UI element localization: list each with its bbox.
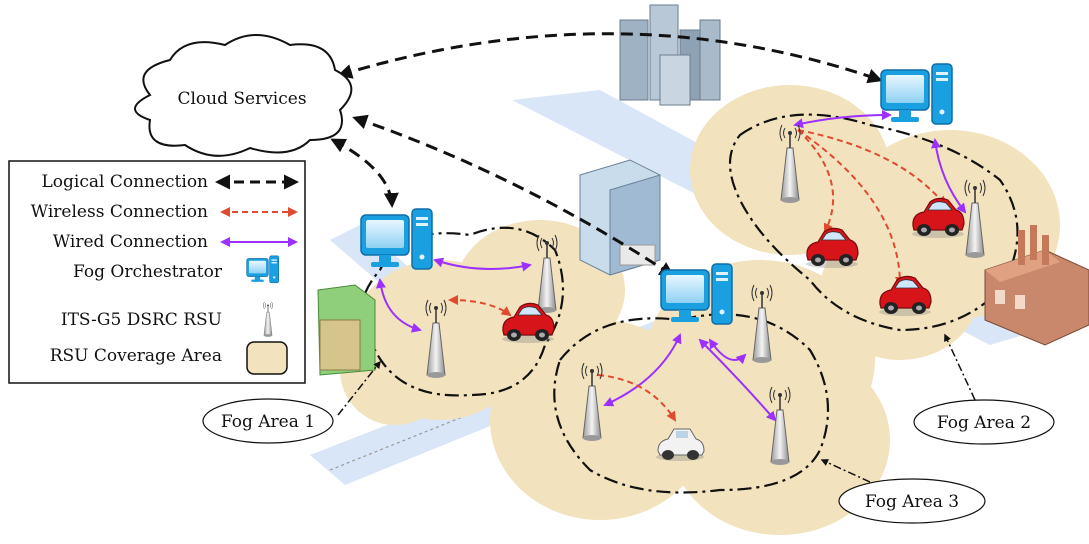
fog-area-2-bubble xyxy=(913,399,1055,445)
logical-connections xyxy=(330,32,883,277)
vehicles xyxy=(501,197,965,461)
legend-orchestrator-label: Fog Orchestrator xyxy=(73,262,223,282)
cloud-icon: Cloud Services xyxy=(134,34,353,157)
legend-coverage-swatch xyxy=(246,341,288,375)
fog-area-callouts: Fog Area 1 Fog Area 2 Fog Area 3 xyxy=(202,333,1055,524)
fog-area-3-boundary xyxy=(553,313,830,494)
office-building-icon xyxy=(579,159,661,276)
wireless-connections xyxy=(448,129,947,422)
house-icon xyxy=(317,284,376,376)
legend-coverage-label: RSU Coverage Area xyxy=(50,346,222,366)
computer-icon xyxy=(880,63,953,125)
fog-area-3-bubble xyxy=(838,478,986,524)
fog-area-1-bubble xyxy=(202,398,334,444)
legend-logical-label: Logical Connection xyxy=(41,172,208,192)
fog-area-1-label: Fog Area 1 xyxy=(221,412,315,432)
legend: Logical Connection Wireless Connection W… xyxy=(8,160,306,384)
legend-wired-label: Wired Connection xyxy=(53,232,208,252)
legend-rsu-label: ITS-G5 DSRC RSU xyxy=(61,310,222,330)
factory-icon xyxy=(984,225,1089,346)
cloud-label: Cloud Services xyxy=(177,89,306,109)
fog-area-3-label: Fog Area 3 xyxy=(865,492,959,512)
wired-connections xyxy=(376,110,967,422)
car-icon xyxy=(656,428,705,461)
fog-area-2-label: Fog Area 2 xyxy=(937,413,1031,433)
legend-wireless-label: Wireless Connection xyxy=(31,202,208,222)
building-icon xyxy=(619,4,721,106)
